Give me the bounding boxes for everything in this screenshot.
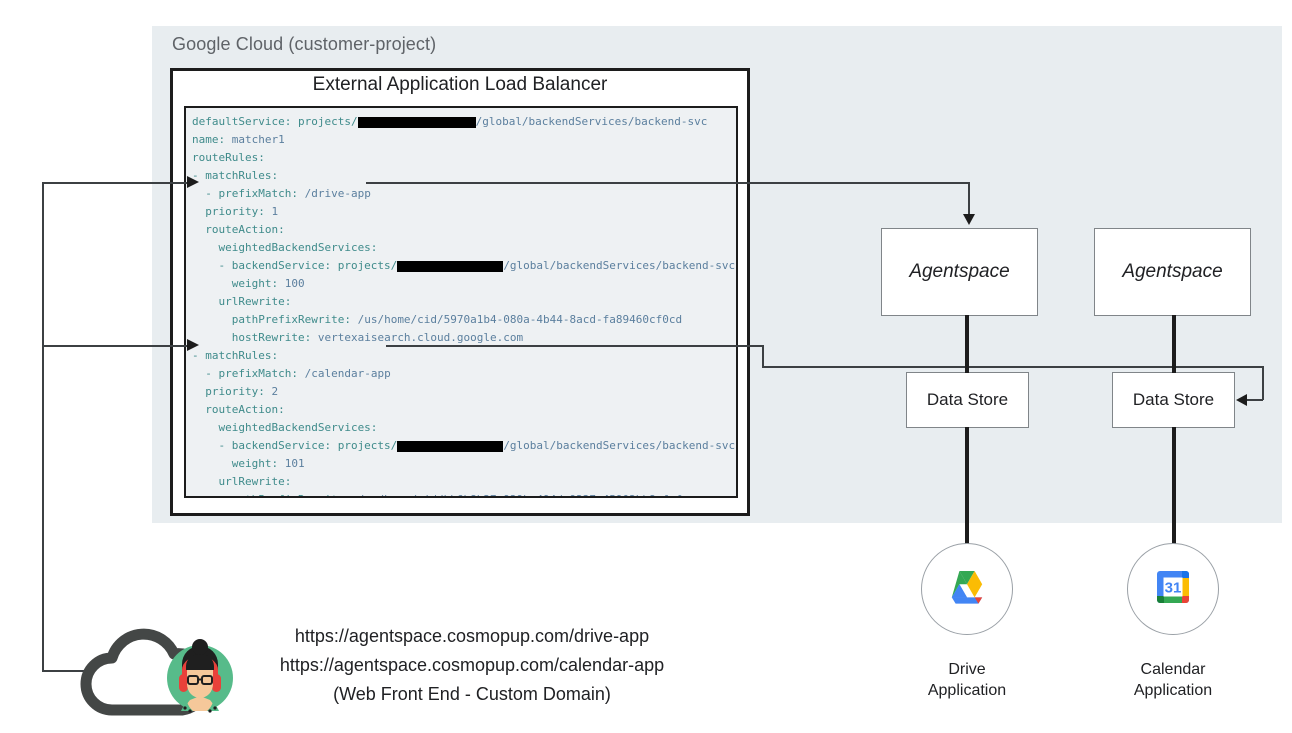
code-line: - prefixMatch: /calendar-app <box>192 367 391 380</box>
drive-application-circle[interactable] <box>921 543 1013 635</box>
svg-text:31: 31 <box>1165 579 1182 596</box>
code-line: routeAction: <box>192 403 285 416</box>
frontend-url-block: https://agentspace.cosmopup.com/drive-ap… <box>262 622 682 709</box>
connector-user-to-calendar-rule <box>42 345 194 347</box>
connector-calendar-down-right <box>1262 366 1264 400</box>
google-calendar-icon: 31 <box>1149 563 1197 616</box>
code-line: - prefixMatch: /drive-app <box>192 187 371 200</box>
agentspace-node-1[interactable]: Agentspace <box>881 228 1038 316</box>
code-line: hostRewrite: vertexaisearch.cloud.google… <box>192 331 524 344</box>
connector-user-spine <box>42 182 44 671</box>
code-line: weightedBackendServices: <box>192 421 378 434</box>
connector-calendar-into-datastore-2 <box>1247 399 1263 401</box>
code-line: - backendService: projects//global/backe… <box>192 259 736 272</box>
connector-spine-to-cloud <box>42 670 90 672</box>
code-line: defaultService: projects//global/backend… <box>192 115 708 128</box>
drive-application-label: Drive Application <box>927 661 1007 699</box>
code-line: - matchRules: <box>192 169 279 182</box>
arrowhead-data-store-2 <box>1236 394 1247 406</box>
code-line: priority: 2 <box>192 385 279 398</box>
code-line: - backendService: projects//global/backe… <box>192 439 736 452</box>
code-line: urlRewrite: <box>192 475 292 488</box>
data-store-node-1[interactable]: Data Store <box>906 372 1029 428</box>
load-balancer-title: External Application Load Balancer <box>312 74 608 95</box>
code-line: urlRewrite: <box>192 295 292 308</box>
calendar-application-label: Calendar Application <box>1133 661 1213 699</box>
connector-drive-rule-right <box>366 182 970 184</box>
redacted-project-id <box>357 116 476 128</box>
connector-datastore2-to-calendar-app <box>1172 427 1176 545</box>
code-line: name: matcher1 <box>192 133 285 146</box>
agentspace-node-2[interactable]: Agentspace <box>1094 228 1251 316</box>
redacted-project-id <box>397 440 504 452</box>
google-drive-icon <box>943 563 991 616</box>
arrowhead-drive-rule <box>187 176 199 188</box>
url-map-yaml-config: defaultService: projects//global/backend… <box>184 106 738 498</box>
arrowhead-calendar-rule <box>187 339 199 351</box>
code-line: weight: 100 <box>192 277 305 290</box>
connector-drive-down <box>968 182 970 216</box>
code-line: routeRules: <box>192 151 265 164</box>
connector-calendar-across <box>762 366 1263 368</box>
url-calendar-app: https://agentspace.cosmopup.com/calendar… <box>279 655 665 675</box>
code-line: pathPrefixRewrite: /us/home/cid/5970a1b4… <box>192 313 683 326</box>
redacted-project-id <box>397 260 504 272</box>
connector-user-to-drive-rule <box>42 182 194 184</box>
data-store-node-2[interactable]: Data Store <box>1112 372 1235 428</box>
code-line: weight: 101 <box>192 457 305 470</box>
calendar-application-circle[interactable]: 31 <box>1127 543 1219 635</box>
arrowhead-agentspace-1 <box>963 214 975 225</box>
connector-calendar-rule-right <box>386 345 763 347</box>
code-line: - matchRules: <box>192 349 279 362</box>
google-cloud-title: Google Cloud (customer-project) <box>172 34 437 54</box>
connector-agentspace1-to-datastore1 <box>965 315 969 373</box>
code-line: weightedBackendServices: <box>192 241 378 254</box>
user-avatar-icon <box>167 634 233 727</box>
connector-agentspace2-to-datastore2 <box>1172 315 1176 373</box>
code-line: pathPrefixRewrite: /us/home/cid/bb6b8b27… <box>192 491 736 496</box>
code-line: routeAction: <box>192 223 285 236</box>
connector-datastore1-to-drive-app <box>965 427 969 545</box>
code-line: priority: 1 <box>192 205 279 218</box>
url-drive-app: https://agentspace.cosmopup.com/drive-ap… <box>294 626 650 646</box>
connector-calendar-jog-down <box>762 345 764 367</box>
frontend-caption: (Web Front End - Custom Domain) <box>333 684 611 704</box>
